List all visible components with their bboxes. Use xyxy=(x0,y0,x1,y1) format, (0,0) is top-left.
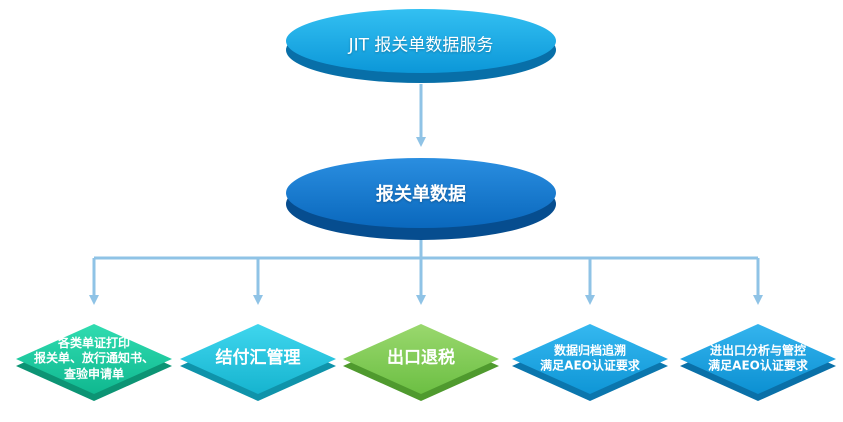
top-node xyxy=(286,9,556,83)
leaf-node-4 xyxy=(512,324,668,401)
middle-node-face xyxy=(286,158,556,228)
top-node-label: JIT 报关单数据服务 xyxy=(348,35,494,56)
leaf-node-1-line-3: 查验申请单 xyxy=(63,366,125,381)
leaf-node-1-line-2: 报关单、放行通知书、 xyxy=(33,351,155,366)
leaf-node-4-face xyxy=(512,324,668,394)
leaf-node-5-line-1: 进出口分析与管控 xyxy=(709,343,806,358)
leaf-node-3-face xyxy=(343,324,499,394)
leaf-node-1-face xyxy=(16,324,172,394)
leaf-node-1-line-1: 各类单证打印 xyxy=(57,335,131,350)
leaf-node-2-face xyxy=(180,324,336,394)
leaf-node-1 xyxy=(16,324,172,401)
middle-node xyxy=(286,158,556,240)
leaf-node-3-line-1: 出口退税 xyxy=(387,348,455,369)
leaf-node-5-face xyxy=(680,324,836,394)
leaf-node-5 xyxy=(680,324,836,401)
leaf-node-2 xyxy=(180,324,336,401)
middle-node-label: 报关单数据 xyxy=(376,184,466,205)
leaf-node-2-label: 结付汇管理 xyxy=(216,348,301,370)
leaf-node-3 xyxy=(343,324,499,401)
leaf-node-3-label: 出口退税 xyxy=(387,348,455,370)
leaf-node-4-line-1: 数据归档追溯 xyxy=(553,343,626,358)
leaf-node-1-label: 各类单证打印 报关单、放行通知书、 查验申请单 xyxy=(34,336,154,382)
leaf-node-2-line-1: 结付汇管理 xyxy=(215,348,301,369)
leaf-node-4-line-2: 满足AEO认证要求 xyxy=(540,359,640,373)
leaf-node-4-label: 数据归档追溯 满足AEO认证要求 xyxy=(540,344,640,375)
leaf-node-5-label: 进出口分析与管控 满足AEO认证要求 xyxy=(708,344,808,375)
leaf-node-5-line-2: 满足AEO认证要求 xyxy=(708,359,808,373)
top-node-face xyxy=(286,9,556,73)
